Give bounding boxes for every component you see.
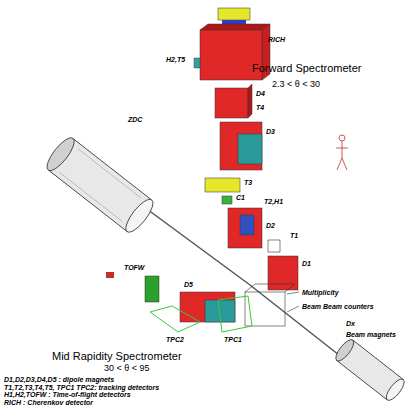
beam-counters-frame — [245, 284, 299, 326]
part-label: D1 — [302, 260, 311, 268]
t1-tracker — [268, 240, 280, 252]
part-label: RICH — [268, 36, 285, 44]
part-label: T4 — [256, 104, 264, 112]
part-label: D2 — [266, 222, 275, 230]
part-label: ZDC — [128, 116, 142, 124]
part-label: Beam magnets — [346, 331, 396, 339]
key-line: H1,H2,TOFW : Time-of-flight detectors — [4, 391, 131, 398]
spectrometer-title: Mid Rapidity Spectrometer — [52, 350, 182, 362]
part-label: TPC2 — [166, 336, 184, 344]
tofw-wall — [145, 276, 159, 302]
angle-range: 2.3 < θ < 30 — [272, 80, 320, 90]
d4-magnet — [215, 84, 252, 118]
tpc1-outline — [218, 296, 252, 332]
person-figure — [336, 135, 348, 170]
part-label: D4 — [256, 90, 265, 98]
part-label: Beam Beam counters — [302, 303, 374, 311]
spectrometer-title: Forward Spectrometer — [252, 62, 361, 74]
marker — [106, 272, 114, 278]
part-label: TPC1 — [224, 336, 242, 344]
part-label: D5 — [184, 281, 193, 289]
tpc2-outline — [150, 306, 200, 332]
key-line: D1,D2,D3,D4,D5 : dipole magnets — [4, 376, 114, 383]
part-label: D3 — [266, 128, 275, 136]
d5-magnet — [180, 292, 235, 322]
part-label: T2,H1 — [264, 198, 283, 206]
part-label: Dx — [346, 320, 355, 328]
key-line: T1,T2,T3,T4,T5, TPC1 TPC2: tracking dete… — [4, 384, 159, 391]
dx-beam-magnet — [333, 337, 407, 403]
part-label: C1 — [236, 194, 245, 202]
part-label: Multiplicity — [302, 289, 339, 297]
d2-magnet — [228, 208, 262, 248]
part-label: T3 — [244, 179, 252, 187]
d3-magnet — [220, 122, 262, 170]
part-label: T1 — [290, 232, 298, 240]
key-line: RICH : Cherenkov detector — [4, 399, 93, 406]
zdc-cylinder — [43, 134, 157, 236]
t3-tracker — [205, 178, 240, 192]
part-label: TOFW — [124, 264, 144, 272]
c1-detector — [222, 196, 232, 204]
angle-range: 30 < θ < 95 — [104, 364, 150, 374]
part-label: H2,T5 — [166, 56, 185, 64]
